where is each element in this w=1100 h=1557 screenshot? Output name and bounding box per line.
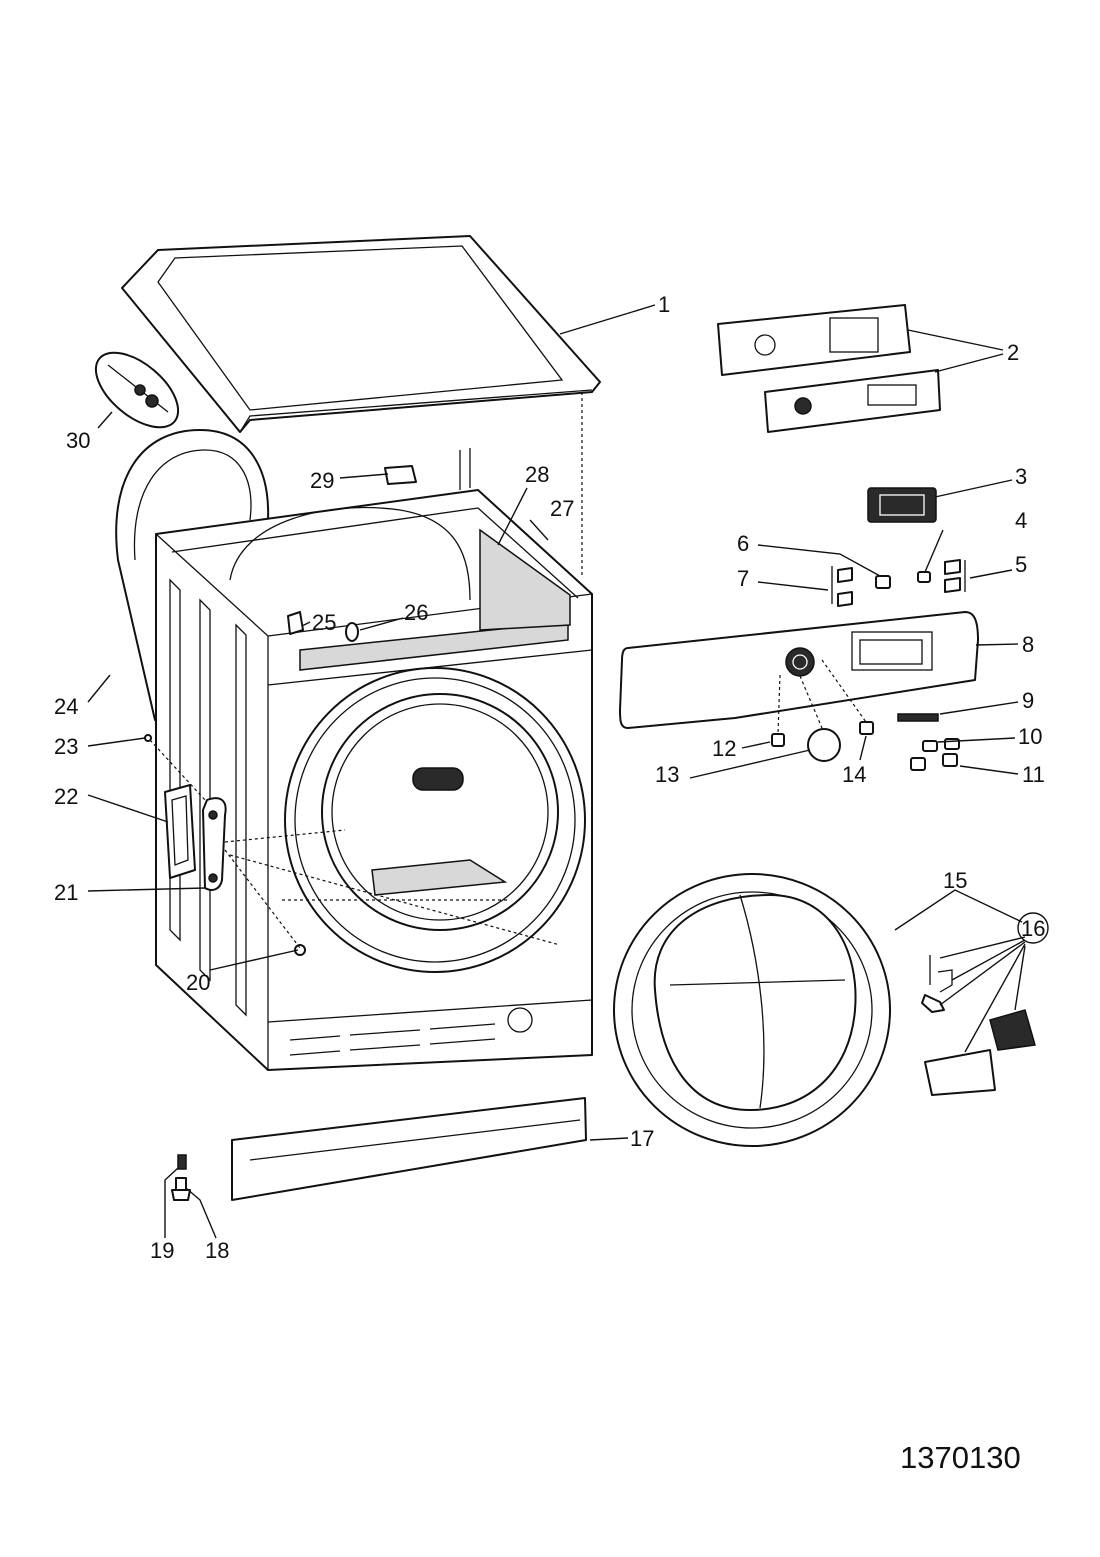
callout-7: 7: [737, 566, 749, 591]
callout-15: 15: [943, 868, 967, 893]
kick-plate: [231, 1097, 587, 1201]
callout-18: 18: [205, 1238, 229, 1263]
callout-1: 1: [658, 292, 670, 317]
callout-11: 11: [1022, 762, 1045, 787]
callout-12: 12: [712, 736, 736, 761]
door: [613, 873, 891, 1147]
callout-2: 2: [1007, 340, 1019, 365]
callout-17: 17: [630, 1126, 654, 1151]
callout-3: 3: [1015, 464, 1027, 489]
hinge-and-handle: [144, 734, 561, 956]
buttons-small: [831, 559, 966, 607]
callout-22: 22: [54, 784, 78, 809]
drawing-number: 1370130: [900, 1440, 1021, 1475]
control-boards: [717, 304, 941, 433]
callout-26: 26: [404, 600, 428, 625]
top-lid: [121, 235, 601, 433]
display-module: [867, 487, 937, 523]
leader-lines: [87, 304, 1049, 1239]
callout-13: 13: [655, 762, 679, 787]
callout-10: 10: [1018, 724, 1042, 749]
control-panel: [619, 611, 979, 729]
door-hinge-parts: [921, 955, 1036, 1096]
callout-24: 24: [54, 694, 78, 719]
callout-19: 19: [150, 1238, 174, 1263]
cabinet: [155, 489, 593, 1071]
callout-9: 9: [1022, 688, 1034, 713]
callout-16: 16: [1021, 916, 1045, 941]
callout-8: 8: [1022, 632, 1034, 657]
callout-4: 4: [1015, 508, 1027, 533]
callout-21: 21: [54, 880, 78, 905]
callout-29: 29: [310, 468, 334, 493]
callout-6: 6: [737, 531, 749, 556]
callout-23: 23: [54, 734, 78, 759]
panel-parts: [771, 659, 960, 771]
callout-5: 5: [1015, 552, 1027, 577]
inner-parts: [287, 448, 471, 642]
callout-20: 20: [186, 970, 210, 995]
callout-25: 25: [312, 610, 336, 635]
callout-14: 14: [842, 762, 866, 787]
callout-28: 28: [525, 462, 549, 487]
callout-labels: 1 2 3 4 5 6 7 8 9 10 11 12 13 14 15 16 1…: [54, 292, 1045, 1263]
screw-kit: [94, 351, 180, 429]
callout-30: 30: [66, 428, 90, 453]
callout-27: 27: [550, 496, 574, 521]
foot: [171, 1154, 191, 1201]
